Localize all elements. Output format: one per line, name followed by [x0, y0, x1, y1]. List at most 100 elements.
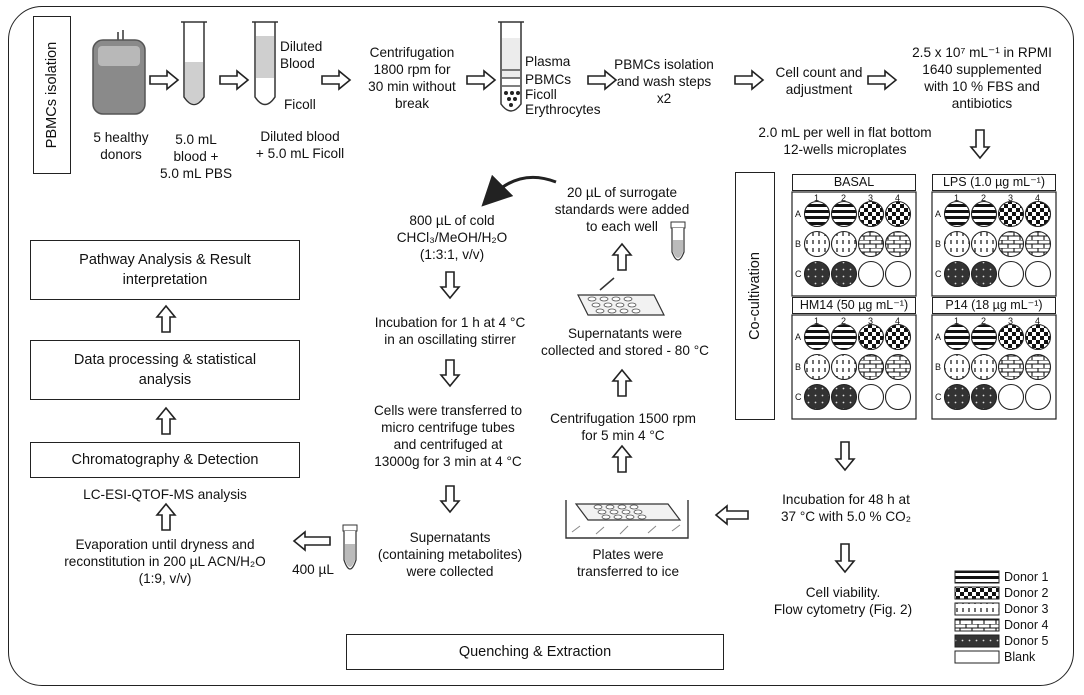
flow-arrow-icon [969, 129, 991, 160]
flow-arrow-icon [834, 543, 856, 574]
blood-bag-icon [92, 30, 146, 115]
section-pbmc-isolation: PBMCs isolation [33, 16, 71, 174]
flow-arrow-icon [155, 406, 177, 435]
flow-arrow-icon [155, 502, 177, 531]
plate-well [970, 353, 998, 381]
plate-well [970, 200, 998, 228]
plate-well [830, 200, 858, 228]
plate-well [943, 353, 971, 381]
ice-tray-icon [565, 500, 689, 539]
plate-well [803, 323, 831, 351]
plate-column-label: 2 [841, 193, 847, 203]
plate-column-label: 4 [1035, 316, 1041, 326]
flow-arrows [149, 69, 991, 574]
plate-well [884, 260, 912, 288]
plate-row-label: A [795, 332, 802, 342]
plate-column-label: 4 [895, 193, 901, 203]
plate-well [884, 323, 912, 351]
plate-well [943, 383, 971, 411]
plate-well [1024, 200, 1052, 228]
plate-column-label: 3 [1008, 316, 1014, 326]
plate-title-lps: LPS (1.0 µg mL⁻¹) [932, 174, 1056, 191]
plate-column-label: 4 [895, 316, 901, 326]
plate-well [997, 353, 1025, 381]
plate-well [1024, 260, 1052, 288]
diluted-ficoll-text: Diluted blood+ 5.0 mL Ficoll [255, 129, 345, 161]
flow-arrow-icon [611, 368, 633, 397]
lcms-text: LC-ESI-QTOF-MS analysis [83, 487, 247, 502]
plate-well [830, 353, 858, 381]
plate-well [997, 323, 1025, 351]
plate-row-label: A [935, 209, 942, 219]
plate-well [884, 200, 912, 228]
plate-well [1024, 383, 1052, 411]
flow-arrow-icon [439, 485, 461, 514]
flow-arrow-icon [219, 69, 250, 91]
plate-well [884, 383, 912, 411]
plate-well [943, 323, 971, 351]
plate-column-label: 1 [954, 193, 960, 203]
plate-row-label: B [795, 362, 802, 372]
flow-arrow-icon [439, 359, 461, 388]
plate-well [970, 383, 998, 411]
legend-swatches [954, 570, 1000, 664]
separated-tube-icon [498, 21, 524, 112]
plate-well [997, 260, 1025, 288]
plate-row-label: A [795, 209, 802, 219]
plate-well [857, 260, 885, 288]
plate-well [1024, 230, 1052, 258]
flow-arrow-icon [321, 69, 352, 91]
plate-well [997, 230, 1025, 258]
flow-arrow-icon [611, 242, 633, 271]
blood-tube-icon [181, 21, 207, 106]
curved-arrow-icon [481, 174, 557, 207]
flow-arrow-icon [734, 69, 765, 91]
plate-column-label: 2 [981, 316, 987, 326]
plate-well [857, 230, 885, 258]
flow-arrow-icon [587, 69, 618, 91]
plate-well [997, 200, 1025, 228]
plate-well [803, 353, 831, 381]
plate-well [830, 260, 858, 288]
plate-row-label: B [935, 362, 942, 372]
plate-well [857, 200, 885, 228]
plate-row-label: B [795, 239, 802, 249]
eppendorf-tube-icon [670, 221, 686, 261]
flow-arrow-icon [611, 444, 633, 473]
plate-column-label: 2 [981, 193, 987, 203]
plate-well [943, 230, 971, 258]
chromatography-box: Chromatography & Detection [30, 442, 300, 478]
metabolites-text: Supernatants(containing metabolites)were… [377, 530, 523, 579]
plate-well [943, 200, 971, 228]
plate-title-basal: BASAL [792, 174, 916, 191]
plate-well [970, 323, 998, 351]
quenching-extraction-box: Quenching & Extraction [346, 634, 724, 670]
plate-title-hm14: HM14 (50 µg mL⁻¹) [792, 297, 916, 314]
plate-well [803, 383, 831, 411]
plate-well [884, 230, 912, 258]
plate-well [884, 353, 912, 381]
section-label: PBMCs isolation [44, 41, 60, 149]
plate-row-label: C [795, 392, 802, 402]
plate-well [857, 323, 885, 351]
legend-blank: Blank [1004, 650, 1036, 664]
flow-arrow-icon [466, 69, 497, 91]
plate-well [830, 230, 858, 258]
flow-arrow-icon [155, 304, 177, 333]
plate-column-label: 1 [814, 316, 820, 326]
plate-well [1024, 323, 1052, 351]
